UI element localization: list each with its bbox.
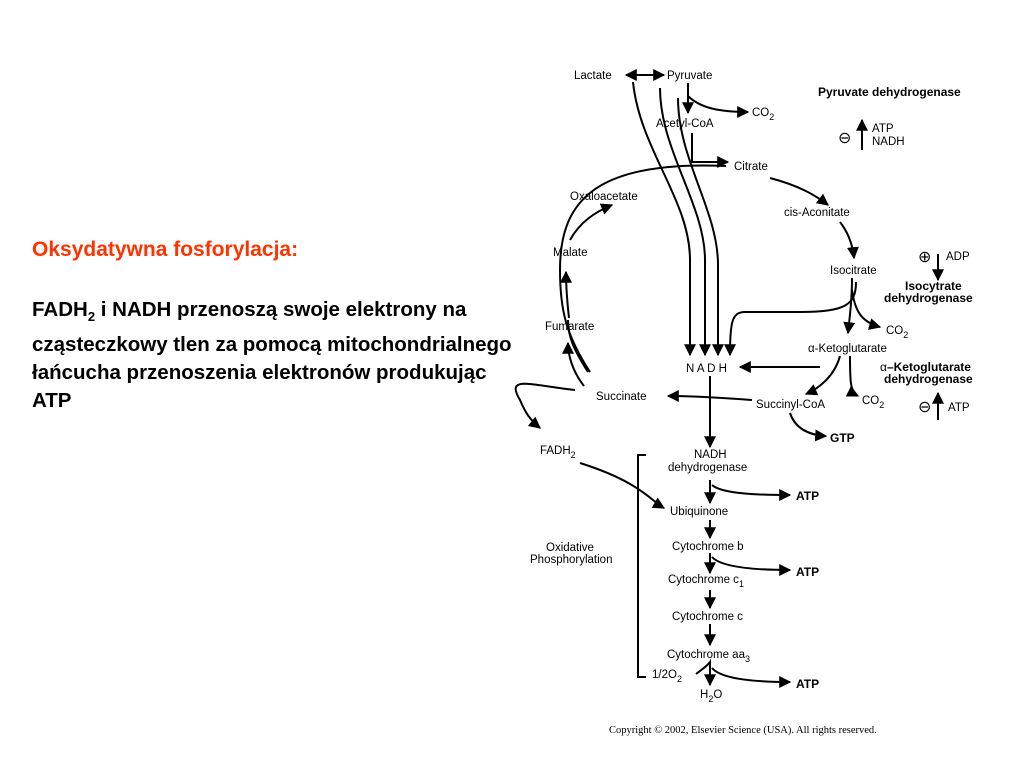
label-h2o: H2O (700, 689, 722, 704)
slide-body: FADH2 i NADH przenoszą swoje elektrony n… (32, 296, 512, 415)
label-pyruvate-dehydrogenase: Pyruvate dehydrogenase (818, 85, 961, 99)
label-co2-3: CO2 (862, 395, 884, 410)
label-idh-1: Isocytrate (905, 279, 962, 293)
label-acetyl-coa: Acetyl-CoA (656, 118, 714, 130)
label-nadh-center: N A D H (686, 363, 727, 375)
body-fadh-subscript: 2 (87, 309, 96, 325)
label-kgdh-atp: ATP (948, 402, 970, 414)
label-idh-2: dehydrogenase (884, 291, 973, 305)
ketoglutarate-succinylcoa-arrow (804, 355, 841, 396)
label-atp-3: ATP (796, 677, 819, 691)
succinate-fumarate-arrow (562, 341, 585, 387)
label-co2-1: CO2 (752, 107, 774, 122)
oxphos-bracket (637, 454, 646, 678)
aa3-atp-arrow (711, 667, 792, 688)
label-malate: Malate (553, 247, 588, 259)
flow-line-2 (659, 87, 711, 357)
label-fumarate: Fumarate (545, 321, 594, 333)
minus-icon: ⊖ (838, 130, 851, 147)
label-kgdh-1: α–Ketoglutarate (880, 360, 971, 374)
plus-icon: ⊕ (918, 249, 931, 266)
copyright-text: Copyright © 2002, Elsevier Science (USA)… (609, 725, 877, 736)
succinate-fadh2-arrow (514, 382, 576, 429)
label-cis-aconitate: cis-Aconitate (784, 207, 850, 219)
label-succinyl-coa: Succinyl-CoA (756, 399, 825, 411)
label-atp-1: ATP (796, 489, 819, 503)
ndh-atp-arrow (711, 484, 792, 501)
fadh2-ubiquinone-arrow (579, 462, 666, 509)
label-cytochrome-aa3: Cytochrome aa3 (667, 649, 750, 664)
cytb-atp-arrow (711, 556, 792, 576)
label-oxidative: Oxidative (546, 542, 594, 554)
label-kgdh-2: dehydrogenase (884, 372, 973, 386)
label-pdh-atp: ATP (872, 123, 894, 135)
label-cytochrome-c1: Cytochrome c1 (668, 574, 744, 589)
fumarate-malate-arrow (560, 270, 573, 319)
isocitrate-co2-arrow (851, 289, 882, 330)
cisaconitate-isocitrate-arrow (839, 221, 859, 260)
label-alpha-ketoglutarate: α-Ketoglutarate (808, 343, 887, 355)
label-co2-2: CO2 (886, 325, 908, 340)
label-pyruvate: Pyruvate (667, 70, 712, 82)
label-phosphorylation: Phosphorylation (530, 554, 612, 566)
label-cytochrome-b: Cytochrome b (672, 541, 744, 553)
label-adp: ADP (946, 251, 970, 263)
slide-text: Oksydatywna fosforylacja: FADH2 i NADH p… (32, 238, 512, 415)
label-ndh-1: NADH (694, 449, 727, 461)
body-rest: i NADH przenoszą swoje elektrony na cząs… (32, 298, 512, 413)
flow-line-1 (632, 81, 696, 357)
label-cytochrome-c: Cytochrome c (672, 611, 743, 623)
label-fadh2: FADH2 (540, 445, 576, 460)
slide-heading: Oksydatywna fosforylacja: (32, 238, 299, 261)
minus-icon-2: ⊖ (918, 399, 931, 416)
label-oxaloacetate: Oxaloacetate (570, 191, 638, 203)
flow-line-3 (677, 97, 724, 357)
label-lactate: Lactate (574, 70, 612, 82)
arrows (514, 69, 944, 688)
label-atp-2: ATP (796, 565, 819, 579)
ketoglutarate-co2-arrow (845, 355, 860, 397)
label-pdh-nadh: NADH (872, 136, 905, 148)
label-gtp: GTP (830, 431, 855, 445)
o2-h2o-arrow (695, 658, 716, 687)
body-fadh: FADH (32, 298, 88, 321)
label-citrate: Citrate (734, 161, 768, 173)
label-isocitrate: Isocitrate (830, 265, 877, 277)
acetylcoa-citrate-arrow (691, 133, 730, 168)
isocitrate-ketoglutarate-arrow (843, 277, 856, 335)
succinylcoa-gtp-arrow (789, 412, 828, 442)
label-succinate: Succinate (596, 391, 647, 403)
label-ndh-2: dehydrogenase (668, 462, 747, 474)
malate-oxaloacetate-arrow (569, 203, 614, 241)
label-half-o2: 1/2O2 (652, 669, 682, 684)
citrate-cisaconitate-arrow (769, 177, 829, 206)
pyruvate-co2-arrow (687, 95, 750, 118)
label-ubiquinone: Ubiquinone (670, 506, 728, 518)
